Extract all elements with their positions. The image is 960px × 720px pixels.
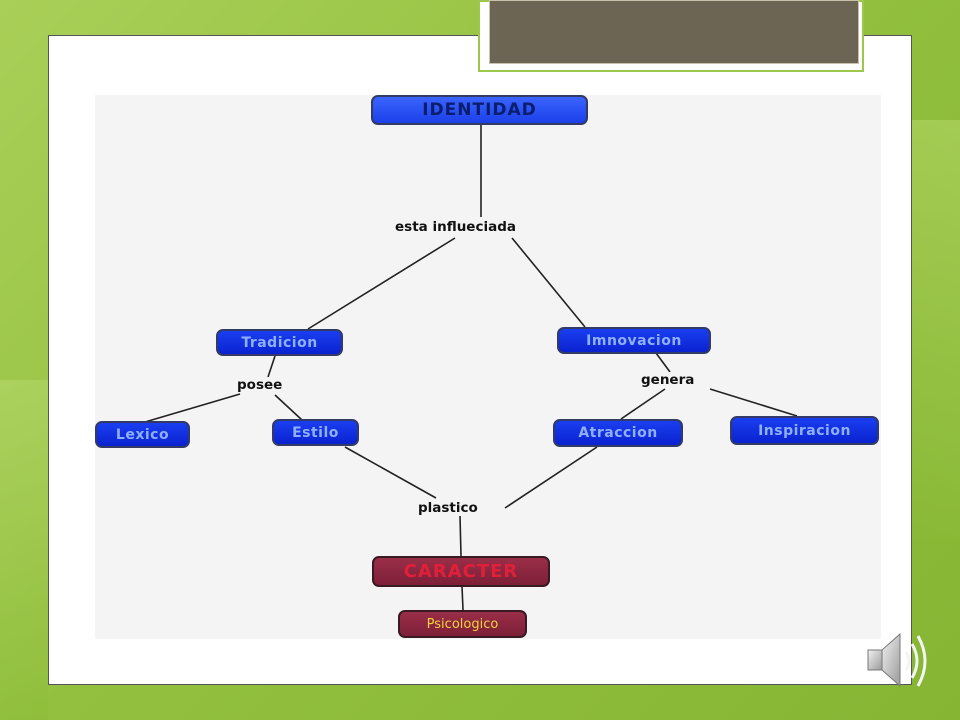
node-estilo: Estilo (272, 419, 359, 446)
node-tradicion: Tradicion (216, 329, 343, 356)
connector (504, 446, 598, 509)
speaker-icon[interactable] (860, 628, 940, 694)
node-inspiracion: Inspiracion (730, 416, 879, 445)
node-imnovacion: Imnovacion (557, 327, 711, 354)
link-label-plastico: plastico (416, 500, 480, 516)
connector (144, 393, 241, 423)
title-placeholder (489, 0, 859, 64)
connector (461, 585, 464, 611)
connector (655, 352, 671, 373)
node-psicologico: Psicologico (398, 610, 527, 638)
node-lexico: Lexico (95, 421, 190, 448)
background-facet (0, 380, 48, 720)
connector (267, 355, 276, 378)
background-facet (912, 120, 960, 540)
node-caracter: CARACTER (372, 556, 550, 587)
connector (511, 237, 586, 328)
connector (344, 446, 437, 499)
connector (274, 394, 303, 421)
link-label-esta-influeciada: esta influeciada (393, 219, 518, 235)
connector (620, 388, 666, 420)
node-atraccion: Atraccion (553, 419, 683, 447)
link-label-genera: genera (639, 372, 697, 388)
connector (709, 388, 798, 417)
connector (307, 237, 456, 330)
connector (459, 515, 462, 557)
link-label-posee: posee (235, 377, 285, 393)
node-identidad: IDENTIDAD (371, 95, 588, 125)
concept-map-image (95, 95, 881, 639)
